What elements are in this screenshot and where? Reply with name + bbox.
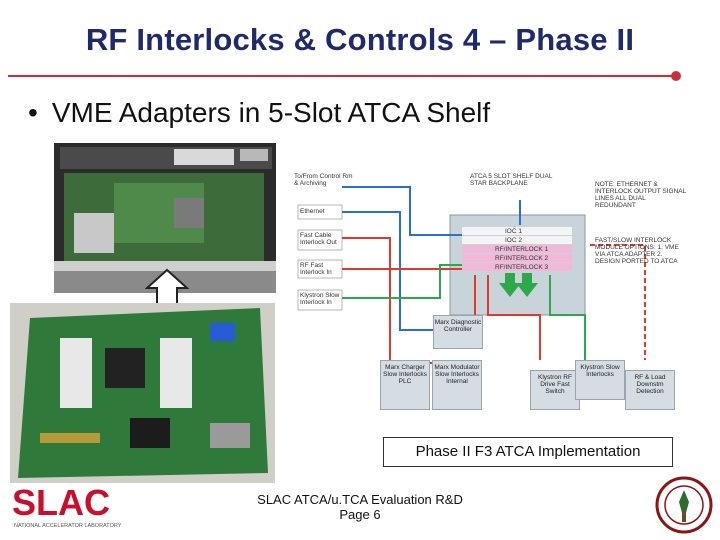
slot-rf-interlock-1: RF/INTERLOCK 1 bbox=[495, 246, 549, 253]
university-seal bbox=[655, 476, 713, 534]
title-rule bbox=[8, 75, 676, 77]
redundancy-note: NOTE: ETHERNET & INTERLOCK OUTPUT SIGNAL… bbox=[595, 181, 687, 209]
rf-fast-interlock-label: RF Fast Interlock In bbox=[300, 262, 332, 276]
svg-text:SLAC: SLAC bbox=[12, 483, 110, 523]
vme-adapter-board-photo bbox=[10, 303, 275, 483]
bullet-dot: • bbox=[28, 97, 38, 128]
klystron-slow-interlock-label: Klystron Slow Interlock In bbox=[300, 292, 340, 306]
shelf-title: ATCA 5 SLOT SHELF DUAL STAR BACKPLANE bbox=[470, 173, 553, 187]
atca-shelf-photo bbox=[54, 143, 276, 293]
slot-rf-interlock-3: RF/INTERLOCK 3 bbox=[495, 264, 549, 271]
slot-ioc1: IOC 1 bbox=[505, 228, 522, 235]
footer-title: SLAC ATCA/u.TCA Evaluation R&D bbox=[257, 492, 463, 507]
klystron-rf-drive-box: Klystron RF Drive Fast Switch bbox=[530, 370, 580, 410]
marx-charger-box: Marx Charger Slow Interlocks PLC bbox=[380, 360, 430, 410]
diagram-caption: Phase II F3 ATCA Implementation bbox=[383, 437, 673, 467]
slot-ioc2: IOC 2 bbox=[505, 237, 522, 244]
interlock-block-diagram: To/From Control Rm & Archiving Ethernet … bbox=[290, 165, 690, 425]
page-number: Page 6 bbox=[339, 507, 381, 522]
ethernet-label: Ethernet bbox=[300, 208, 325, 215]
klystron-slow-interlocks-box: Klystron Slow Interlocks bbox=[575, 360, 625, 400]
control-room-label: To/From Control Rm & Archiving bbox=[294, 173, 353, 187]
svg-text:NATIONAL ACCELERATOR LABORATOR: NATIONAL ACCELERATOR LABORATORY bbox=[14, 523, 122, 529]
module-options-note: FAST/SLOW INTERLOCK MODULE OPTIONS: 1. V… bbox=[595, 237, 679, 265]
slac-logo: SLAC NATIONAL ACCELERATOR LABORATORY bbox=[10, 482, 135, 533]
marx-diagnostic-controller-box: Marx Diagnostic Controller bbox=[433, 315, 483, 349]
footer: SLAC ATCA/u.TCA Evaluation R&D Page 6 bbox=[0, 492, 720, 522]
slot-rf-interlock-2: RF/INTERLOCK 2 bbox=[495, 255, 549, 262]
title-rule-dot bbox=[671, 71, 681, 81]
bullet-item: • VME Adapters in 5-Slot ATCA Shelf bbox=[28, 97, 490, 129]
rf-load-detection-box: RF & Load Downstm Detection bbox=[625, 370, 675, 410]
fast-cable-interlock-label: Fast Cable Interlock Out bbox=[300, 232, 337, 246]
bullet-text: VME Adapters in 5-Slot ATCA Shelf bbox=[51, 97, 491, 128]
marx-modulator-box: Marx Modulator Slow Interlocks Internal bbox=[432, 360, 482, 410]
slide-title: RF Interlocks & Controls 4 – Phase II bbox=[85, 22, 635, 57]
